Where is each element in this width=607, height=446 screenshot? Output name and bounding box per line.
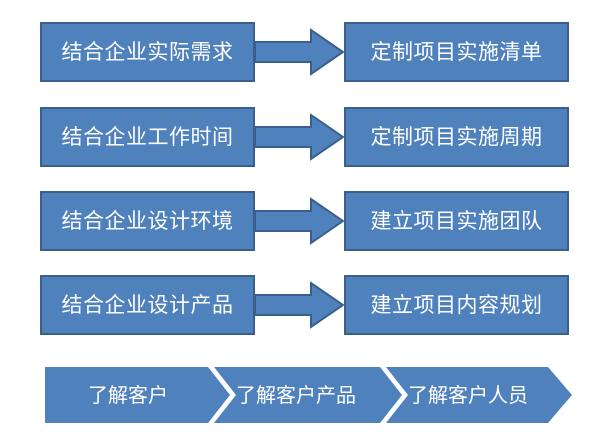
source-box-3: 结合企业设计环境 [40, 191, 255, 251]
process-step-2-label: 了解客户产品 [236, 383, 356, 407]
process-step-3-label: 了解客户人员 [408, 383, 528, 407]
source-box-2-label: 结合企业工作时间 [61, 124, 234, 149]
target-box-4-label: 建立项目内容规划 [370, 292, 543, 317]
target-box-2-label: 定制项目实施周期 [370, 124, 543, 149]
process-step-1-shape [45, 367, 230, 423]
process-step-1-label: 了解客户 [88, 383, 168, 407]
source-box-1-label: 结合企业实际需求 [61, 39, 234, 64]
target-box-2: 定制项目实施周期 [344, 107, 569, 167]
target-box-1-label: 定制项目实施清单 [370, 39, 543, 64]
right-arrow-icon [255, 28, 344, 76]
process-step-2-shape [214, 367, 402, 423]
source-box-4-label: 结合企业设计产品 [61, 292, 234, 317]
target-box-3: 建立项目实施团队 [344, 191, 569, 251]
process-step-3-shape [386, 367, 572, 423]
target-box-4: 建立项目内容规划 [344, 275, 569, 335]
right-arrow-icon [255, 281, 344, 329]
target-box-1: 定制项目实施清单 [344, 22, 569, 82]
source-box-1: 结合企业实际需求 [40, 22, 255, 82]
source-box-3-label: 结合企业设计环境 [61, 208, 234, 233]
right-arrow-icon [255, 113, 344, 161]
target-box-3-label: 建立项目实施团队 [370, 208, 543, 233]
right-arrow-icon [255, 197, 344, 245]
source-box-4: 结合企业设计产品 [40, 275, 255, 335]
source-box-2: 结合企业工作时间 [40, 107, 255, 167]
